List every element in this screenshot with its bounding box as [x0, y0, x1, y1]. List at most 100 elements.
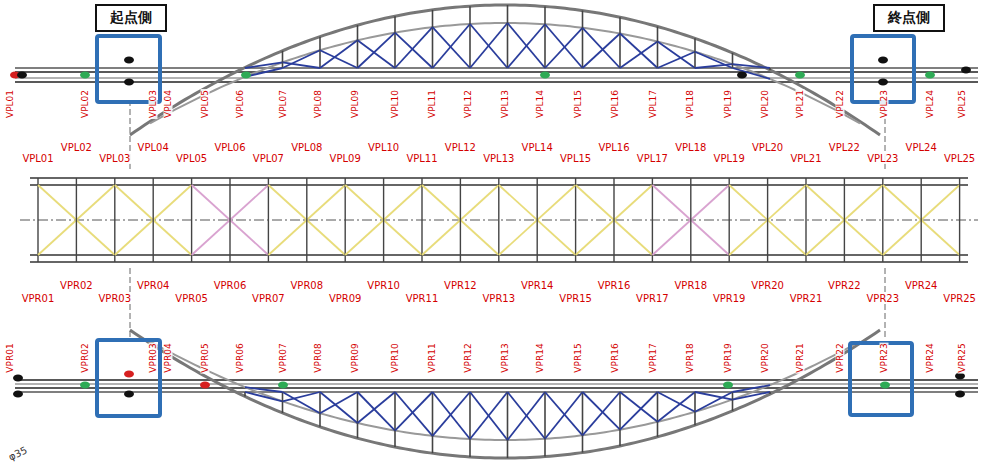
truss-diagonal [470, 24, 508, 68]
highlight-box [850, 343, 912, 415]
point-label-elevation: VPR17 [649, 342, 658, 373]
point-label-elevation: VPR20 [761, 342, 770, 373]
point-label-elevation: VPL21 [796, 89, 805, 119]
point-label-elevation: VPR05 [201, 342, 210, 373]
point-label-elevation: VPL19 [724, 89, 733, 119]
point-label-plan: VPR19 [712, 294, 747, 304]
highlight-box [97, 340, 160, 416]
point-label-plan: VPL19 [713, 154, 746, 164]
point-label-plan: VPL21 [789, 154, 822, 164]
point-label-elevation: VPL13 [501, 89, 510, 119]
cross-beam [844, 178, 845, 262]
truss-vertical [769, 392, 771, 394]
point-label-elevation: VPR09 [351, 342, 360, 373]
measurement-point [241, 72, 251, 79]
point-label-plan: VPL17 [636, 154, 669, 164]
point-label-elevation: VPL14 [536, 89, 545, 119]
point-label-plan: VPL23 [866, 154, 899, 164]
point-label-plan: VPR16 [597, 281, 632, 291]
cross-beam [805, 178, 806, 262]
measurement-point [540, 72, 550, 79]
truss-vertical [769, 68, 771, 70]
truss-vertical [507, 392, 509, 458]
truss-diagonal [508, 23, 546, 68]
truss-vertical [282, 392, 284, 413]
point-label-elevation: VPR14 [536, 342, 545, 373]
point-label-elevation: VPL04 [164, 89, 173, 119]
truss-vertical [657, 26, 659, 68]
side-label: 起点側 [110, 9, 152, 27]
point-label-plan: VPR12 [443, 281, 478, 291]
point-label-plan: VPR11 [405, 294, 440, 304]
point-label-elevation: VPR18 [686, 342, 695, 373]
point-label-elevation: VPL15 [574, 89, 583, 119]
point-label-elevation: VPR02 [81, 342, 90, 373]
point-label-elevation: VPR19 [724, 342, 733, 373]
cross-beam [882, 178, 883, 262]
point-label-plan: VPR14 [520, 281, 555, 291]
cross-beam [767, 178, 768, 262]
point-label-plan: VPR07 [251, 294, 286, 304]
truss-vertical [657, 392, 659, 437]
point-label-plan: VPR17 [635, 294, 670, 304]
point-label-elevation: VPL02 [81, 89, 90, 119]
point-label-plan: VPL22 [828, 143, 861, 153]
truss-vertical [469, 392, 471, 457]
truss-diagonal [283, 62, 321, 68]
cross-beam [229, 178, 230, 262]
truss-vertical [319, 37, 321, 68]
point-label-plan: VPL24 [905, 143, 938, 153]
measurement-point [124, 57, 134, 64]
point-label-plan: VPR15 [558, 294, 593, 304]
truss-diagonal [320, 392, 358, 423]
truss-diagonal [358, 33, 396, 68]
truss-diagonal [620, 392, 658, 430]
point-label-elevation: VPL11 [428, 89, 437, 119]
point-label-plan: VPL15 [559, 154, 592, 164]
truss-diagonal [395, 33, 433, 68]
measurement-point [737, 72, 747, 79]
point-label-plan: VPL09 [329, 154, 362, 164]
point-label-elevation: VPR07 [279, 342, 288, 373]
point-label-plan: VPL13 [482, 154, 515, 164]
truss-diagonal [433, 392, 471, 439]
point-label-plan: VPR09 [328, 294, 363, 304]
point-label-elevation: VPR10 [391, 342, 400, 373]
measurement-point [124, 391, 134, 398]
point-label-plan: VPR02 [59, 281, 94, 291]
point-label-plan: VPR10 [366, 281, 401, 291]
measurement-point [955, 391, 965, 398]
point-label-plan: VPL03 [98, 154, 131, 164]
cross-beam [37, 178, 38, 262]
point-label-elevation: VPL25 [958, 89, 967, 119]
point-label-plan: VPR22 [827, 281, 862, 291]
point-label-elevation: VPL17 [649, 89, 658, 119]
point-label-plan: VPR24 [904, 281, 939, 291]
truss-vertical [507, 5, 509, 68]
point-label-elevation: VPL12 [464, 89, 473, 119]
elevation-left [15, 5, 978, 135]
truss-diagonal [358, 392, 396, 431]
cross-beam [345, 178, 346, 262]
measurement-point [961, 67, 971, 74]
point-label-elevation: VPL01 [6, 89, 15, 119]
cross-beam [268, 178, 269, 262]
truss-diagonal [245, 387, 283, 392]
point-label-plan: VPL02 [60, 143, 93, 153]
side-label-box: 終点側 [873, 4, 945, 32]
measurement-point [80, 382, 90, 389]
truss-vertical [582, 11, 584, 68]
truss-vertical [732, 392, 734, 411]
measurement-point [124, 371, 134, 378]
cross-beam [575, 178, 576, 262]
point-label-elevation: VPL16 [611, 89, 620, 119]
truss-diagonal [583, 392, 621, 435]
point-label-elevation: VPR16 [611, 342, 620, 373]
point-label-plan: VPR04 [136, 281, 171, 291]
truss-diagonal [320, 50, 358, 68]
truss-diagonal [433, 24, 471, 68]
point-label-elevation: VPR01 [6, 342, 15, 373]
point-label-plan: VPR13 [482, 294, 517, 304]
truss-vertical [732, 53, 734, 68]
measurement-point [80, 72, 90, 79]
